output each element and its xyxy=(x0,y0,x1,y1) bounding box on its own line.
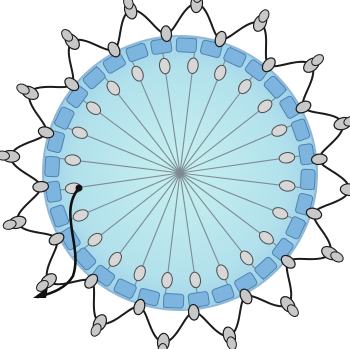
edge-block xyxy=(176,38,197,53)
edge-block xyxy=(300,169,315,190)
edge-block xyxy=(45,156,60,177)
edge-block xyxy=(163,293,184,308)
outer-bead xyxy=(340,183,350,196)
